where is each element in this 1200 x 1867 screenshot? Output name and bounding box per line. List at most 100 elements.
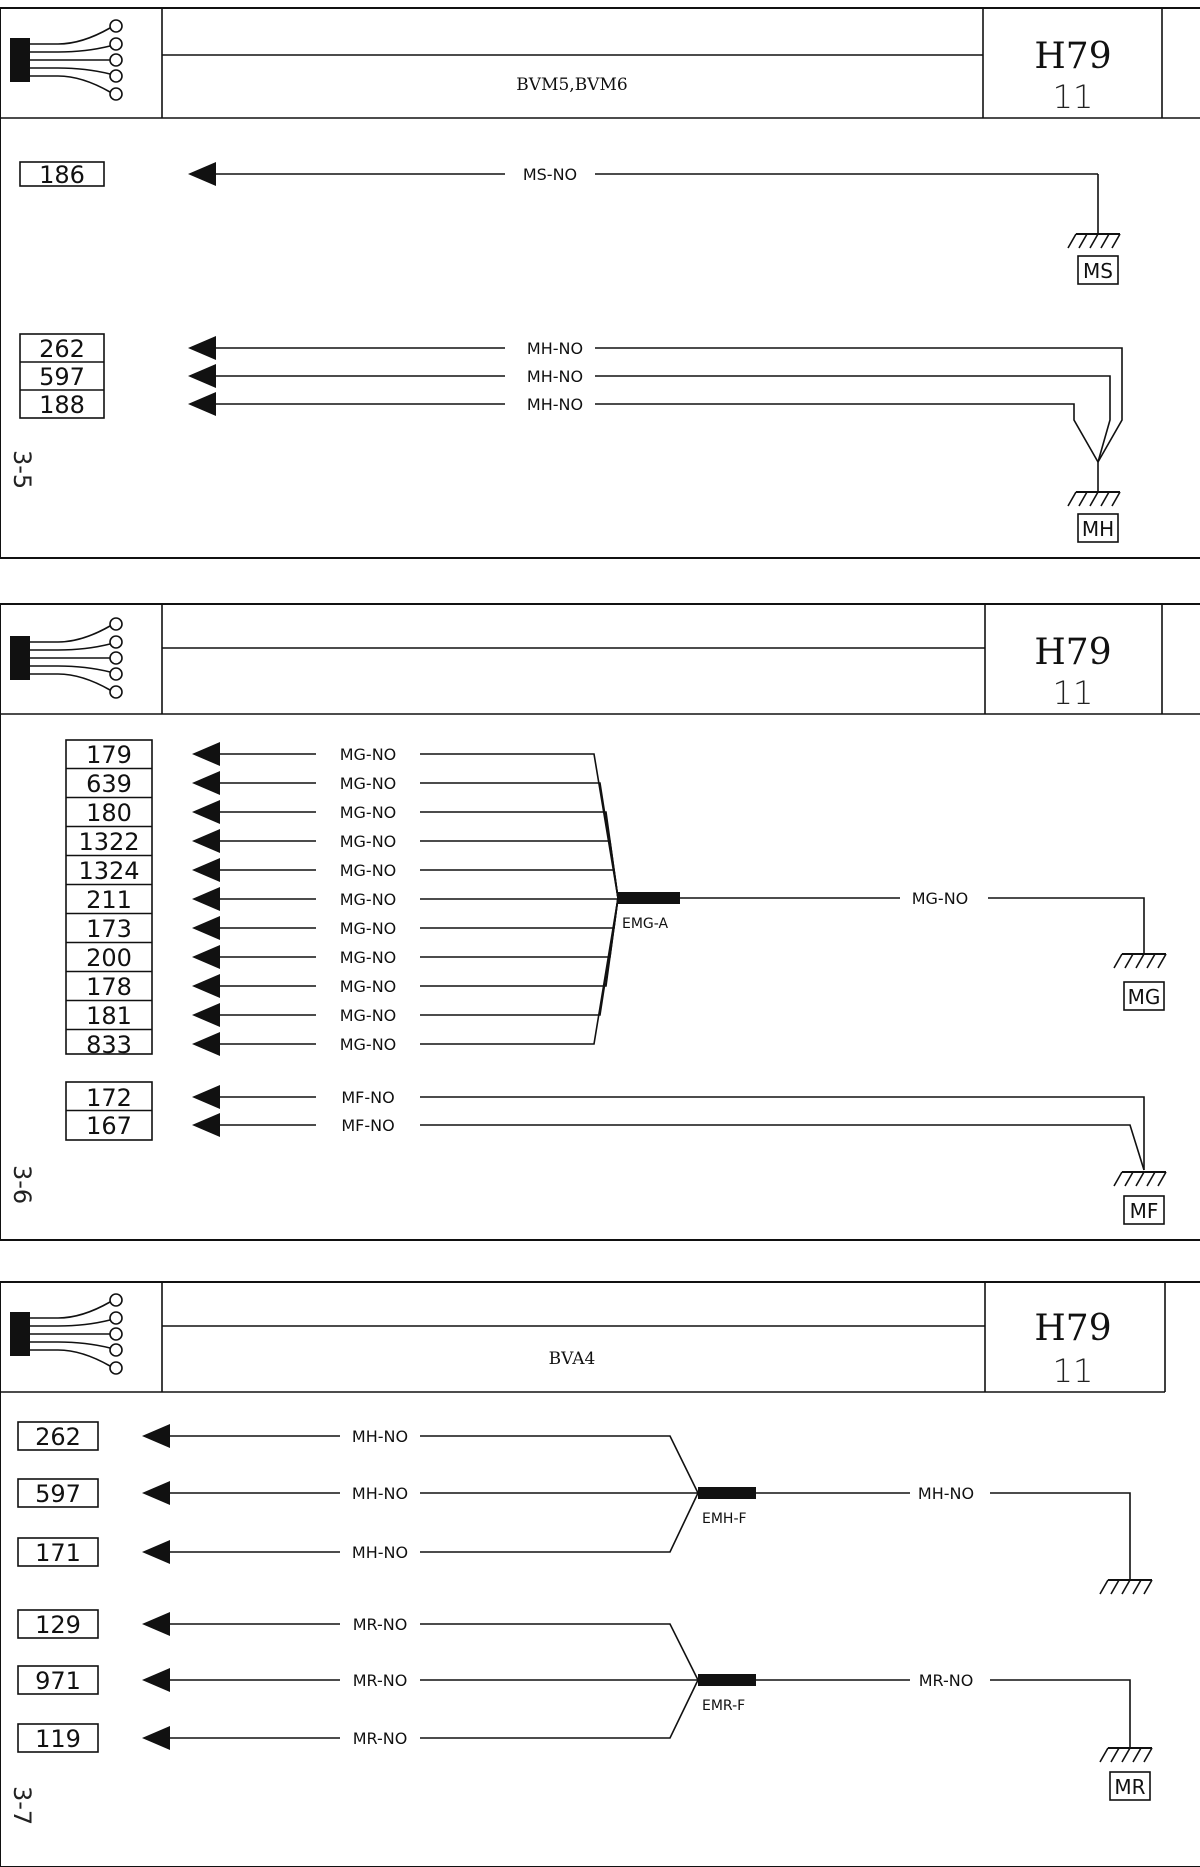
wire-row: 172 MF-NO xyxy=(86,1084,395,1112)
splice-emh-f xyxy=(698,1487,756,1499)
arrow-icon xyxy=(192,829,220,853)
wire-row: 262 MH-NO xyxy=(17,1421,699,1494)
wire-label: MG-NO xyxy=(340,803,397,822)
wire-label: MG-NO xyxy=(340,832,397,851)
arrow-icon xyxy=(192,771,220,795)
connector-box xyxy=(17,1723,99,1753)
ground-label: MR xyxy=(1114,1775,1145,1799)
connector-number: 262 xyxy=(39,335,85,363)
wire-label: MG-NO xyxy=(340,919,397,938)
wire-label: MR-NO xyxy=(353,1729,408,1748)
arrow-icon xyxy=(188,162,216,186)
connector-number: 186 xyxy=(39,161,85,189)
wire-label: MR-NO xyxy=(353,1671,408,1690)
connector-harness-icon xyxy=(9,1293,123,1375)
wire-label: MG-NO xyxy=(340,948,397,967)
connector-number: 1322 xyxy=(78,828,139,856)
connector-number: 639 xyxy=(86,770,132,798)
connector-number: 180 xyxy=(86,799,132,827)
connector-number: 167 xyxy=(86,1112,132,1140)
wire-label: MF-NO xyxy=(341,1088,394,1107)
side-page-label: 3-5 xyxy=(8,450,36,489)
sheet-number: 11 xyxy=(1053,674,1094,712)
arrow-icon xyxy=(188,336,216,360)
connector-number: 171 xyxy=(35,1539,81,1567)
wire-row: 833 MG-NO xyxy=(66,897,619,1059)
diagram-code: H79 xyxy=(1034,36,1111,77)
arrow-icon xyxy=(188,364,216,388)
wire-label: MG-NO xyxy=(340,890,397,909)
connector-number: 833 xyxy=(86,1031,132,1059)
connector-number: 188 xyxy=(39,391,85,419)
wire-label: MH-NO xyxy=(527,367,583,386)
arrow-icon xyxy=(192,1113,220,1137)
connector-number: 178 xyxy=(86,973,132,1001)
wire-label: MG-NO xyxy=(340,977,397,996)
ground-label: MS xyxy=(1083,259,1113,283)
ground-label: MH xyxy=(1082,517,1114,541)
splice-label: EMH-F xyxy=(702,1511,747,1527)
wire-label: MG-NO xyxy=(340,745,397,764)
side-page-label: 3-6 xyxy=(8,1165,36,1204)
wire-label: MS-NO xyxy=(523,165,577,184)
arrow-icon xyxy=(192,974,220,998)
wire-label: MR-NO xyxy=(919,1671,974,1690)
sheet-number: 11 xyxy=(1053,1352,1094,1390)
wire-row: 1322 MG-NO xyxy=(66,825,619,899)
ground-icon xyxy=(1099,1579,1153,1595)
connector-number: 262 xyxy=(35,1423,81,1451)
connector-harness-icon xyxy=(9,19,123,101)
connector-box xyxy=(17,1478,99,1508)
wire-label: MR-NO xyxy=(353,1615,408,1634)
ground-icon xyxy=(1067,233,1121,249)
arrow-icon xyxy=(192,742,220,766)
connector-number: 200 xyxy=(86,944,132,972)
wire-row: 119 MR-NO xyxy=(17,1679,699,1753)
connector-number: 211 xyxy=(86,886,132,914)
ground-icon xyxy=(1113,1171,1167,1187)
splice-label: EMG-A xyxy=(622,916,669,932)
wire-label: MG-NO xyxy=(912,889,969,908)
panel-bvm5-bvm6: BVM5,BVM6 H79 11 3-5 186 MS-NO MS 262 59… xyxy=(0,7,1200,559)
arrow-icon xyxy=(192,1032,220,1056)
wire-label: MH-NO xyxy=(527,395,583,414)
connector-box-group xyxy=(19,333,105,419)
sheet-number: 11 xyxy=(1053,78,1094,116)
connector-number: 181 xyxy=(86,1002,132,1030)
side-page-label: 3-7 xyxy=(8,1786,36,1825)
splice-emr-f xyxy=(698,1674,756,1686)
wire-label: MH-NO xyxy=(352,1427,408,1446)
splice-emg-a xyxy=(618,892,680,904)
arrow-icon xyxy=(142,1726,170,1750)
connector-number: 172 xyxy=(86,1084,132,1112)
wire-label: MH-NO xyxy=(918,1484,974,1503)
arrow-icon xyxy=(142,1540,170,1564)
wire-label: MG-NO xyxy=(340,1035,397,1054)
connector-box-group xyxy=(65,739,153,1055)
ground-icon xyxy=(1113,953,1167,969)
arrow-icon xyxy=(192,916,220,940)
wire-label: MG-NO xyxy=(340,774,397,793)
wire-label: MF-NO xyxy=(341,1116,394,1135)
connector-number: 597 xyxy=(39,363,85,391)
connector-number: 1324 xyxy=(78,857,139,885)
connector-box xyxy=(17,1537,99,1567)
arrow-icon xyxy=(192,1085,220,1109)
connector-harness-icon xyxy=(9,617,123,699)
ground-icon xyxy=(1099,1747,1153,1763)
connector-number: 119 xyxy=(35,1725,81,1753)
panel-caption: BVM5,BVM6 xyxy=(516,75,627,95)
ground-icon xyxy=(1067,491,1121,507)
arrow-icon xyxy=(188,392,216,416)
connector-box xyxy=(17,1609,99,1639)
wire-label: MG-NO xyxy=(340,1006,397,1025)
connector-box-186 xyxy=(19,161,105,187)
arrow-icon xyxy=(142,1612,170,1636)
